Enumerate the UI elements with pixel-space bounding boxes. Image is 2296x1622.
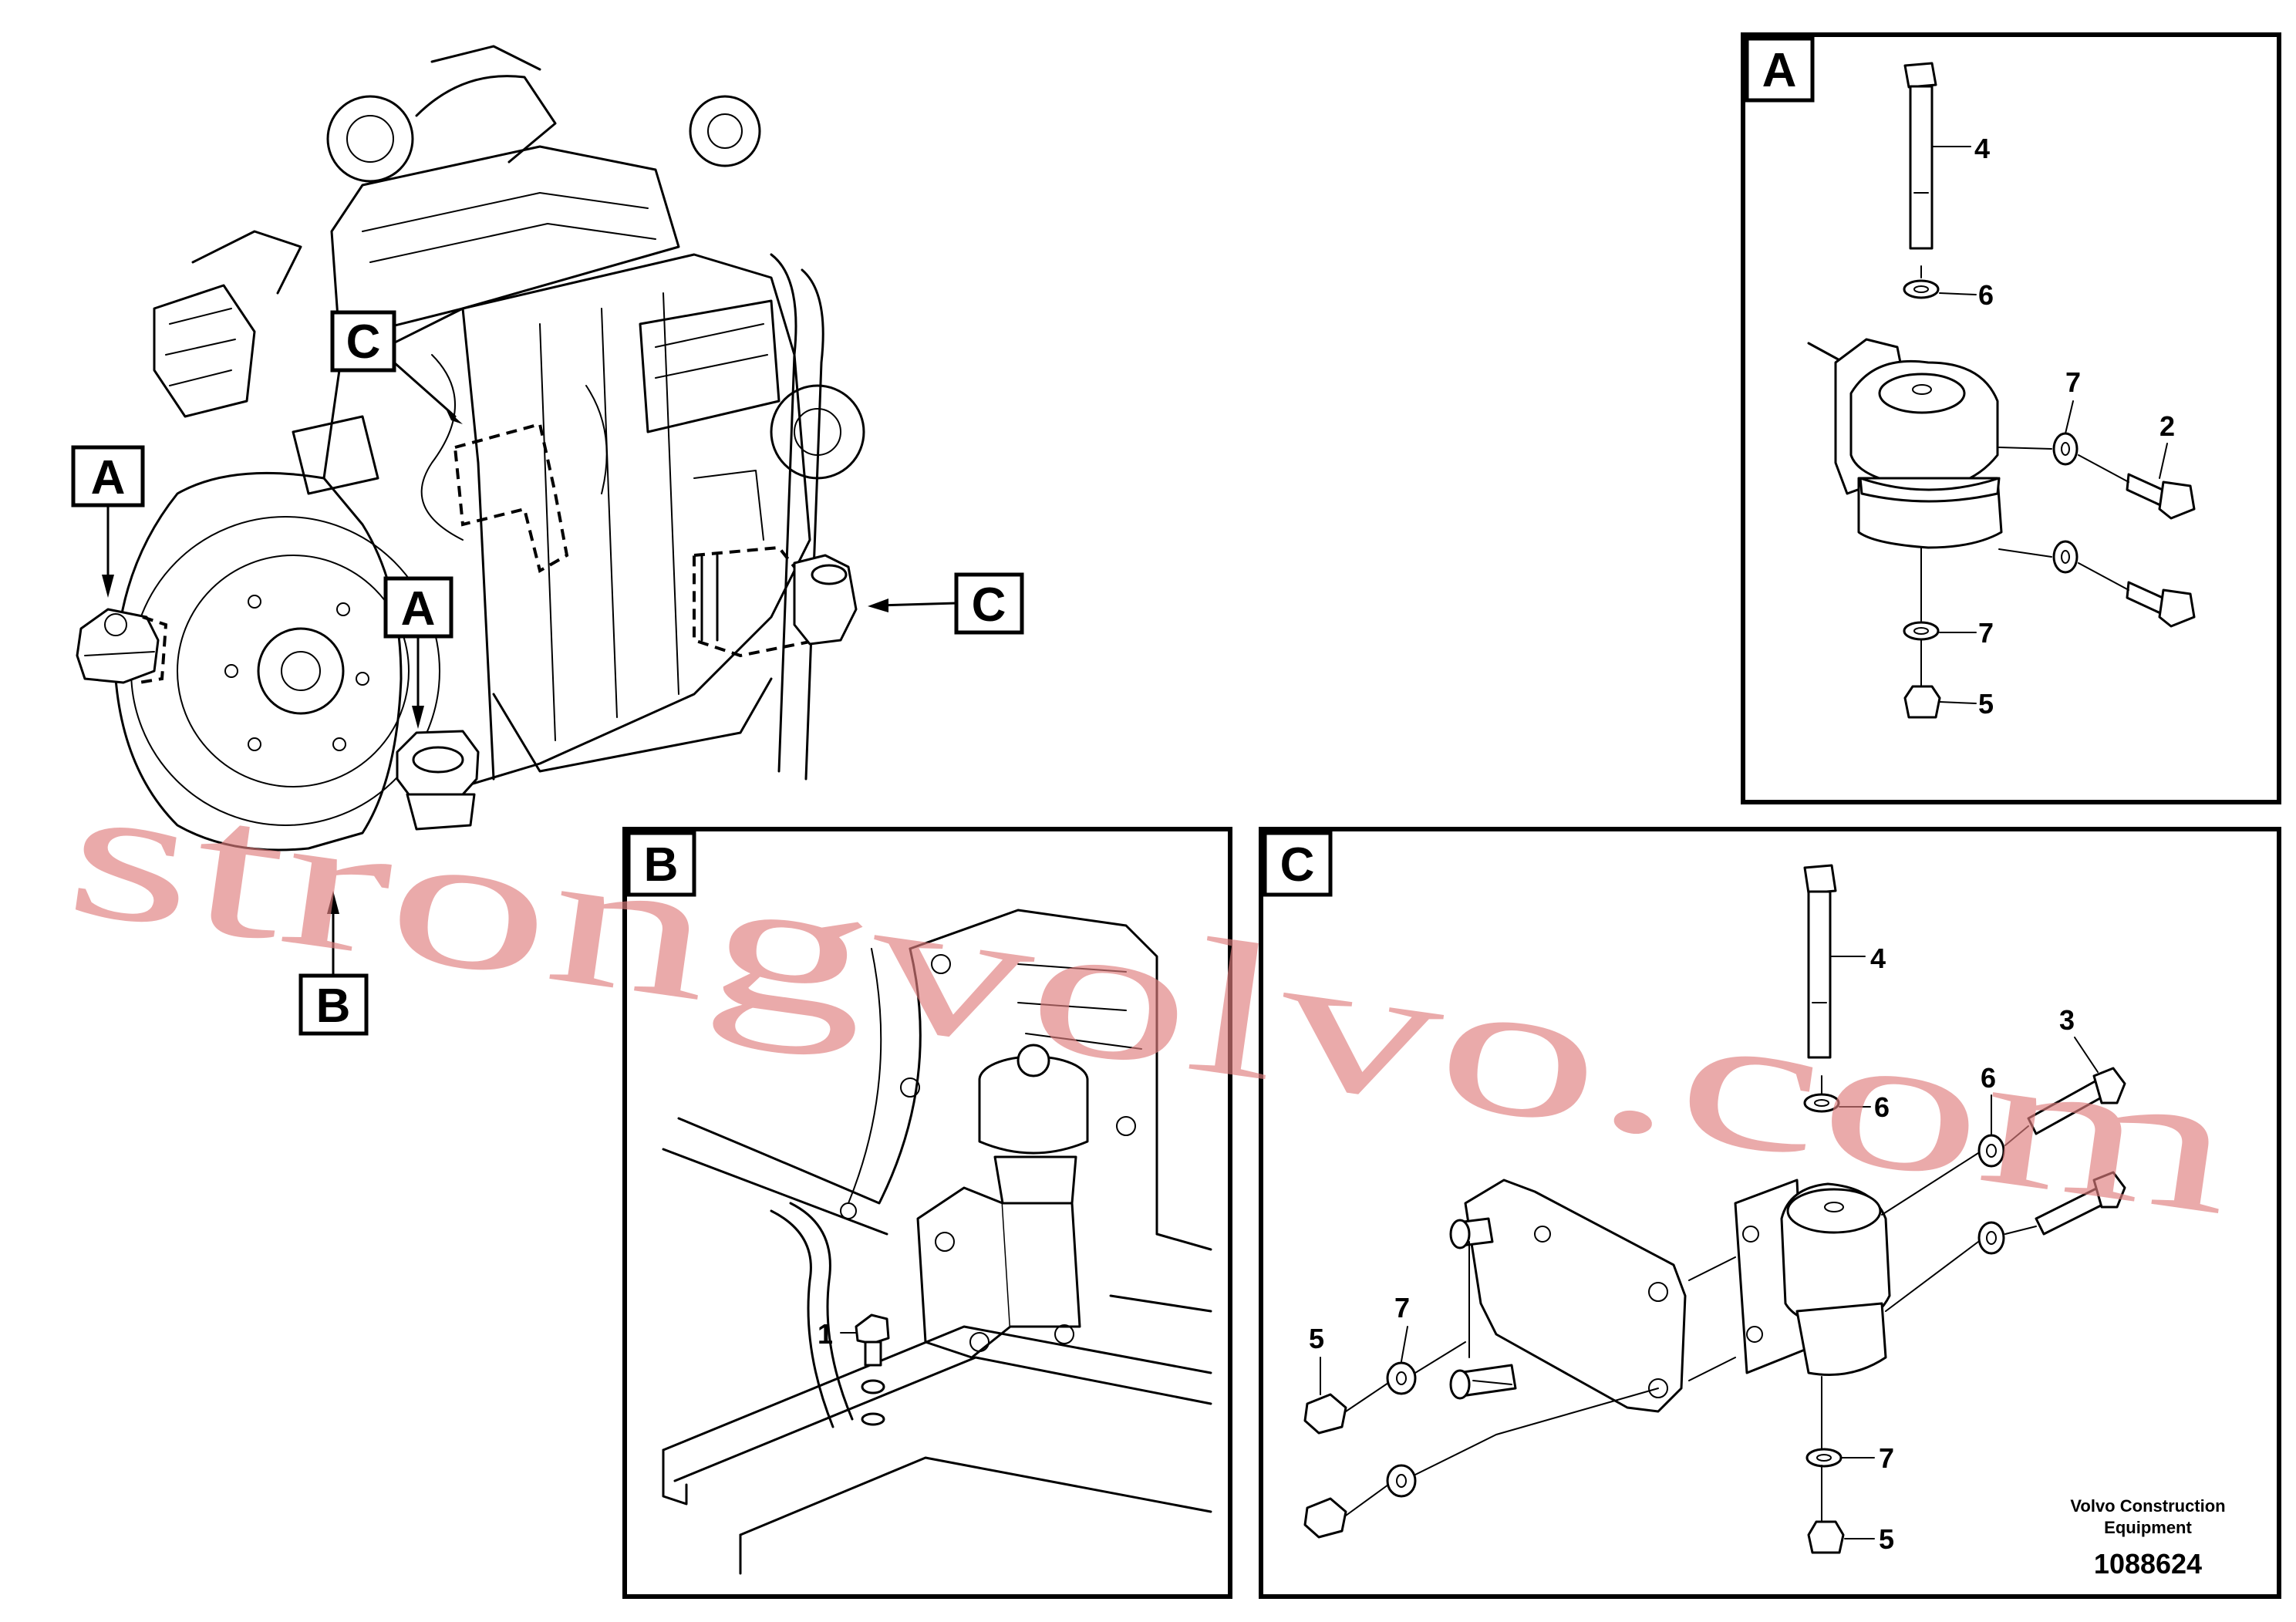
- part-label-7-c-bottom: 7: [1879, 1442, 1894, 1474]
- callout-box-b: [298, 973, 369, 1036]
- panel-a: A 4 6 7 2: [1741, 32, 2281, 804]
- callout-a-left: A: [91, 451, 126, 504]
- panel-b-label: B: [644, 838, 679, 892]
- drawing-number: 1088624: [2094, 1548, 2202, 1580]
- brand-line-2: Equipment: [2104, 1518, 2192, 1537]
- part-label-1: 1: [818, 1318, 833, 1350]
- callout-box-a-lower: [383, 576, 453, 639]
- callout-box-a-left: [71, 445, 145, 508]
- part-label-2: 2: [2159, 410, 2175, 442]
- part-label-6-c-right: 6: [1981, 1062, 1996, 1094]
- callout-c-right: C: [972, 578, 1006, 632]
- overview-callouts: C A A C B: [71, 310, 1024, 1036]
- part-label-6-a: 6: [1978, 279, 1994, 311]
- part-label-4-c: 4: [1870, 943, 1886, 974]
- callout-b: B: [316, 980, 351, 1033]
- part-label-3: 3: [2059, 1004, 2075, 1036]
- engine-overview: [76, 45, 865, 851]
- panel-c-label: C: [1280, 838, 1315, 892]
- part-label-7-c-left: 7: [1394, 1292, 1410, 1324]
- callout-box-c-top: [330, 310, 396, 373]
- part-label-5-c-bottom: 5: [1879, 1523, 1894, 1555]
- part-label-4-a: 4: [1974, 133, 1990, 164]
- callout-c-top: C: [346, 315, 381, 369]
- part-label-7-a-top: 7: [2065, 366, 2081, 398]
- part-label-5-c-left: 5: [1309, 1323, 1324, 1354]
- brand-line-1: Volvo Construction: [2070, 1496, 2225, 1516]
- part-label-5-a: 5: [1978, 688, 1994, 720]
- panel-c: C 4 6 6: [1259, 827, 2281, 1599]
- panel-a-label: A: [1762, 44, 1797, 97]
- panel-b: B 1: [622, 827, 1232, 1599]
- part-label-7-a-bottom: 7: [1978, 617, 1994, 649]
- callout-a-lower: A: [401, 582, 436, 636]
- part-label-6-c-center: 6: [1874, 1091, 1890, 1123]
